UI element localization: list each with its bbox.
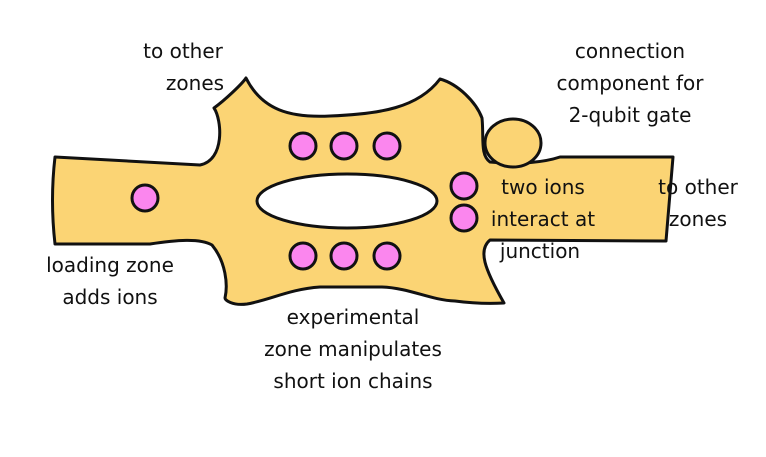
ions-group <box>130 131 479 271</box>
label-to-other-zones-top: to other zones <box>143 39 225 95</box>
ion-top-3 <box>372 131 402 161</box>
label-to-other-zones-right: to other zones <box>658 175 738 231</box>
ion-bottom-1 <box>288 241 318 271</box>
ion-top-1 <box>288 131 318 161</box>
label-two-ions: two ions interact at junction <box>490 175 596 263</box>
ion-bottom-3 <box>372 241 402 271</box>
connection-component-circle <box>483 117 543 169</box>
ion-top-2 <box>329 131 359 161</box>
label-connection-component: connection component for 2-qubit gate <box>556 39 704 127</box>
label-loading-zone: loading zone adds ions <box>46 253 174 309</box>
ion-junction-1 <box>449 171 479 201</box>
ion-loading <box>130 183 160 213</box>
label-experimental-zone: experimental zone manipulates short ion … <box>264 305 442 393</box>
ion-junction-2 <box>449 203 479 233</box>
trap-central-hole <box>255 172 439 230</box>
ion-bottom-2 <box>329 241 359 271</box>
